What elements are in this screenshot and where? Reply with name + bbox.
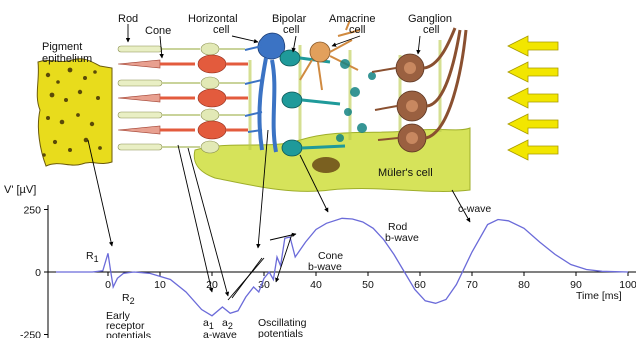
- x-tick-label: 60: [414, 279, 426, 291]
- chart-annotations: R1 R2 Early receptor potentials a1 a2 a-…: [86, 203, 491, 338]
- x-tick: 80: [518, 272, 530, 291]
- ann-osc-2: potentials: [258, 328, 303, 338]
- light-arrow-icon: [508, 62, 558, 82]
- y-tick-label: -250: [20, 330, 41, 338]
- x-tick-label: 70: [466, 279, 478, 291]
- y-ticks: 250 0 -250: [20, 205, 48, 338]
- x-tick-label: 80: [518, 279, 530, 291]
- label-rod: Rod: [118, 13, 138, 25]
- y-tick: -250: [20, 330, 48, 338]
- x-tick-label: 90: [570, 279, 582, 291]
- ann-rod-2: b-wave: [385, 232, 419, 244]
- label-muller: Müler's cell: [378, 167, 433, 179]
- cone-row-2: [118, 89, 248, 107]
- x-tick: 70: [466, 272, 478, 291]
- x-tick-label: 10: [154, 279, 166, 291]
- x-axis-label: Time [ms]: [576, 290, 622, 302]
- rod-row-3: [118, 109, 245, 121]
- ann-cone-2: b-wave: [308, 261, 342, 273]
- y-tick-label: 0: [35, 267, 41, 279]
- label-pigment: Pigment: [42, 41, 82, 53]
- erg-trace: [56, 218, 628, 315]
- ann-r2: R2: [122, 292, 135, 306]
- x-tick: 100: [619, 272, 636, 291]
- inner-plexiform-meshwork: [336, 59, 376, 142]
- light-arrow-icon: [508, 114, 558, 134]
- y-tick: 250: [23, 205, 48, 217]
- x-tick: 0: [105, 272, 111, 291]
- ann-awave: a-wave: [203, 329, 237, 338]
- light-arrow-icon: [508, 36, 558, 56]
- x-tick-label: 0: [105, 279, 111, 291]
- label-horizontal-cell: cell: [213, 24, 230, 36]
- cone-row-3: [118, 121, 248, 139]
- rod-row-2: [118, 77, 245, 89]
- ann-r1: R1: [86, 250, 99, 264]
- retina-illustration: Rod Cone Horizontal cell Bipolar cell Am…: [37, 13, 558, 191]
- rod-row-4: [118, 141, 219, 153]
- photoreceptors: [118, 43, 248, 153]
- x-tick: 40: [310, 272, 322, 291]
- y-tick-label: 250: [23, 205, 41, 217]
- muller-nucleus: [312, 157, 340, 173]
- label-epithelium: epithelium: [42, 53, 92, 65]
- rod-row-1: [118, 43, 245, 55]
- ann-early-3: potentials: [106, 330, 151, 338]
- x-tick: 50: [362, 272, 374, 291]
- y-axis-label: V' [µV]: [4, 184, 36, 196]
- light-arrow-icon: [508, 140, 558, 160]
- x-tick-label: 20: [206, 279, 218, 291]
- label-amacrine-cell: cell: [349, 24, 366, 36]
- x-tick-label: 40: [310, 279, 322, 291]
- x-tick-label: 50: [362, 279, 374, 291]
- light-arrow-icon: [508, 88, 558, 108]
- x-tick: 60: [414, 272, 426, 291]
- cone-row-1: [118, 55, 248, 73]
- label-bipolar-cell: cell: [283, 24, 300, 36]
- y-tick: 0: [35, 267, 48, 279]
- label-ganglion-cell: cell: [423, 24, 440, 36]
- x-tick-label: 100: [619, 279, 636, 291]
- x-tick: 90: [570, 272, 582, 291]
- light-arrows: [508, 36, 558, 160]
- label-cone: Cone: [145, 25, 171, 37]
